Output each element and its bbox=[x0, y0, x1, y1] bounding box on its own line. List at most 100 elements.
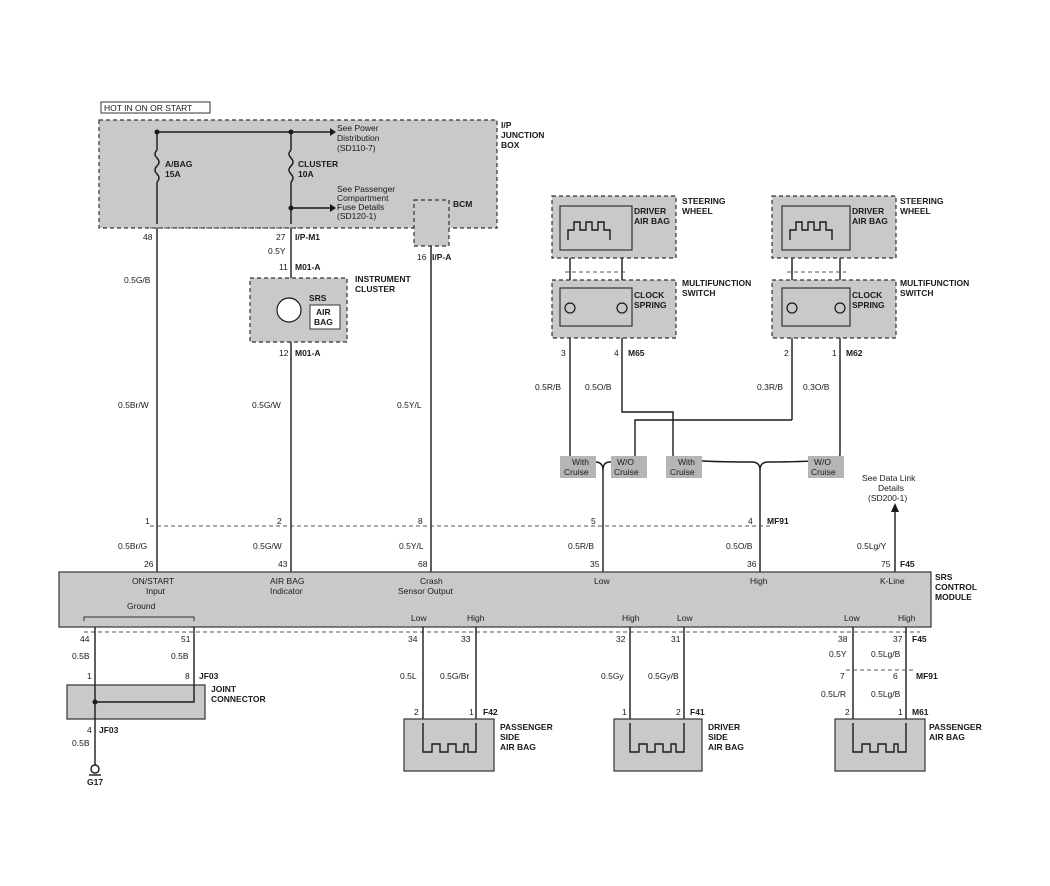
wire-05brw: 0.5Br/W bbox=[118, 400, 149, 410]
lbl-b-low-2: Low bbox=[677, 613, 693, 623]
clock-left-1: CLOCK bbox=[634, 290, 665, 300]
f41-pin-1: 1 bbox=[622, 707, 627, 717]
srs-conn-top: F45 bbox=[900, 559, 915, 569]
m61-conn: M61 bbox=[912, 707, 929, 717]
fuse-cluster-name: CLUSTER bbox=[298, 159, 338, 169]
lbl-b-low-3: Low bbox=[844, 613, 860, 623]
srs-pin-37: 37 bbox=[893, 634, 903, 644]
wire-05y2: 0.5Y bbox=[829, 649, 847, 659]
srs-pin-51: 51 bbox=[181, 634, 191, 644]
wire-05y: 0.5Y bbox=[268, 246, 286, 256]
mf91-conn-2: MF91 bbox=[916, 671, 938, 681]
tag-with-1a: With bbox=[572, 457, 589, 467]
wire-05yl2: 0.5Y/L bbox=[399, 541, 424, 551]
wire-05brg: 0.5Br/G bbox=[118, 541, 147, 551]
tag-wo-2a: W/O bbox=[814, 457, 831, 467]
wire-05b-1: 0.5B bbox=[72, 651, 90, 661]
airbag-label-2: BAG bbox=[314, 317, 333, 327]
jf03-pin-1: 1 bbox=[87, 671, 92, 681]
multi-right-1: MULTIFUNCTION bbox=[900, 278, 969, 288]
tag-with-cruise-2 bbox=[666, 456, 702, 478]
srs-label: SRS bbox=[309, 293, 327, 303]
driver-airbag-right-1: DRIVER bbox=[852, 206, 884, 216]
lbl-crash-1: Crash bbox=[420, 576, 443, 586]
wire-05yl: 0.5Y/L bbox=[397, 400, 422, 410]
lbl-onstart-1: ON/START bbox=[132, 576, 174, 586]
steering-title-right-1: STEERING bbox=[900, 196, 944, 206]
fuse-abag-amp: 15A bbox=[165, 169, 181, 179]
ref-fuse-4: (SD120-1) bbox=[337, 211, 376, 221]
lbl-b-high-2: High bbox=[622, 613, 640, 623]
ip-jb-title-2: JUNCTION bbox=[501, 130, 544, 140]
srs-pin-68: 68 bbox=[418, 559, 428, 569]
mf91-pin-5: 5 bbox=[591, 516, 596, 526]
passenger-side-airbag bbox=[403, 718, 495, 772]
mf91-pin-6: 6 bbox=[893, 671, 898, 681]
clock-right-1: CLOCK bbox=[852, 290, 883, 300]
srs-pin-43: 43 bbox=[278, 559, 288, 569]
tag-with-2b: Cruise bbox=[670, 467, 695, 477]
srs-title-1: SRS bbox=[935, 572, 953, 582]
clock-left-2: SPRING bbox=[634, 300, 667, 310]
joint-title-2: CONNECTOR bbox=[211, 694, 266, 704]
clock-right-2: SPRING bbox=[852, 300, 885, 310]
mf91-pin-7: 7 bbox=[840, 671, 845, 681]
srs-pin-36: 36 bbox=[747, 559, 757, 569]
fuse-cluster-amp: 10A bbox=[298, 169, 314, 179]
srs-pin-75: 75 bbox=[881, 559, 891, 569]
pass-title-1: PASSENGER bbox=[929, 722, 982, 732]
datalink-3: (SD200-1) bbox=[868, 493, 907, 503]
tag-wo-1a: W/O bbox=[617, 457, 634, 467]
m65-pin-4: 4 bbox=[614, 348, 619, 358]
f41-conn: F41 bbox=[690, 707, 705, 717]
cluster-pin-bot: 12 bbox=[279, 348, 289, 358]
lbl-ground: Ground bbox=[127, 601, 156, 611]
srs-pin-34: 34 bbox=[408, 634, 418, 644]
lbl-b-high-1: High bbox=[467, 613, 485, 623]
drv-side-title-3: AIR BAG bbox=[708, 742, 744, 752]
srs-pin-44: 44 bbox=[80, 634, 90, 644]
bcm-label: BCM bbox=[453, 199, 472, 209]
conn-ipm1: I/P-M1 bbox=[295, 232, 320, 242]
tag-with-1b: Cruise bbox=[564, 467, 589, 477]
cluster-title-2: CLUSTER bbox=[355, 284, 395, 294]
datalink-1: See Data Link bbox=[862, 473, 916, 483]
ip-jb-title-1: I/P bbox=[501, 120, 512, 130]
wire-05lgb: 0.5Lg/B bbox=[871, 649, 901, 659]
tag-with-2a: With bbox=[678, 457, 695, 467]
datalink-2: Details bbox=[878, 483, 904, 493]
srs-pin-33: 33 bbox=[461, 634, 471, 644]
driver-side-airbag bbox=[613, 718, 703, 772]
lbl-onstart-2: Input bbox=[146, 586, 166, 596]
passenger-airbag bbox=[834, 718, 926, 772]
jf03-conn-4: JF03 bbox=[99, 725, 119, 735]
wire-05lgy: 0.5Lg/Y bbox=[857, 541, 887, 551]
lbl-kline: K-Line bbox=[880, 576, 905, 586]
f42-conn: F42 bbox=[483, 707, 498, 717]
wire-05ob: 0.5O/B bbox=[585, 382, 612, 392]
srs-title-2: CONTROL bbox=[935, 582, 977, 592]
m65-conn: M65 bbox=[628, 348, 645, 358]
srs-conn-bot: F45 bbox=[912, 634, 927, 644]
cluster-conn-bot: M01-A bbox=[295, 348, 321, 358]
ground-icon bbox=[90, 764, 100, 774]
mf91-pin-4: 4 bbox=[748, 516, 753, 526]
hot-label: HOT IN ON OR START bbox=[104, 103, 192, 113]
lbl-low: Low bbox=[594, 576, 610, 586]
m62-pin-2: 2 bbox=[784, 348, 789, 358]
wire-05ob2: 0.5O/B bbox=[726, 541, 753, 551]
f41-pin-2: 2 bbox=[676, 707, 681, 717]
tag-wo-cruise-1 bbox=[611, 456, 647, 478]
ref-fuse-3: Fuse Details bbox=[337, 202, 384, 212]
srs-pin-26: 26 bbox=[144, 559, 154, 569]
wire-05lgb2: 0.5Lg/B bbox=[871, 689, 901, 699]
srs-control-module bbox=[58, 571, 932, 628]
ref-power-2: Distribution bbox=[337, 133, 380, 143]
bcm-conn: I/P-A bbox=[432, 252, 451, 262]
ref-fuse-1: See Passenger bbox=[337, 184, 395, 194]
pin-48: 48 bbox=[143, 232, 153, 242]
tag-wo-2b: Cruise bbox=[811, 467, 836, 477]
ip-jb-title-3: BOX bbox=[501, 140, 520, 150]
jf03-conn: JF03 bbox=[199, 671, 219, 681]
jf03-pin-8: 8 bbox=[185, 671, 190, 681]
